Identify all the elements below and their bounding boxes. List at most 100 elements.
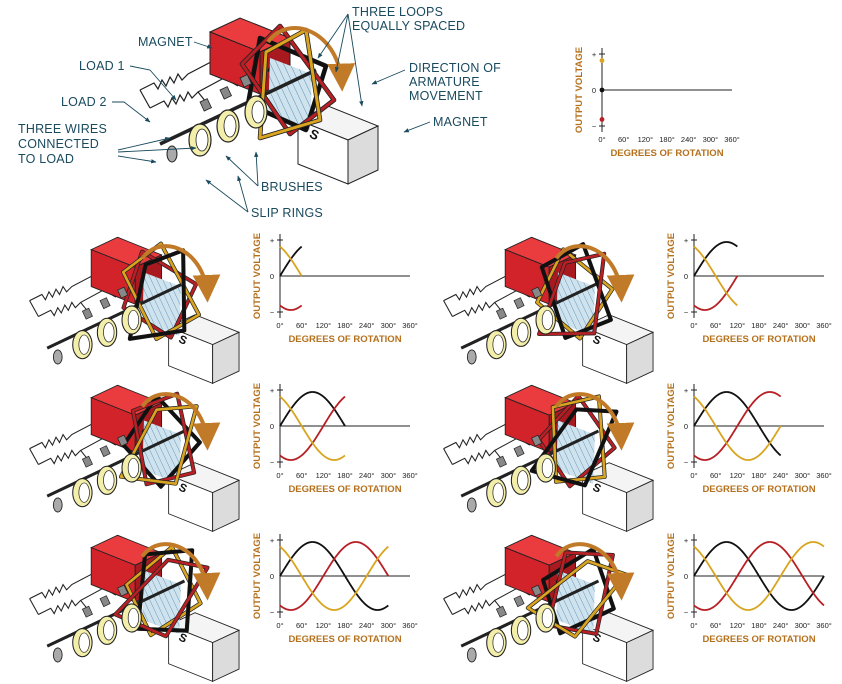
generator: NS — [139, 17, 380, 185]
series-line — [693, 395, 782, 461]
label-three-loops-1: THREE LOOPS — [352, 5, 443, 19]
slip-rings-icon — [52, 453, 142, 513]
brushes-icon — [81, 584, 129, 618]
slip-rings-icon — [466, 453, 556, 513]
y-tick-label: + — [270, 536, 275, 545]
y-tick-label: + — [270, 236, 275, 245]
series-line — [693, 391, 782, 461]
callout-labels: MAGNET THREE LOOPS EQUALLY SPACED DIRECT… — [18, 5, 501, 220]
x-tick-label: 360° — [402, 621, 418, 630]
label-three-wires-3: TO LOAD — [18, 152, 74, 166]
x-tick-label: 0° — [276, 621, 283, 630]
series-line — [693, 275, 739, 311]
x-tick-label: 240° — [681, 135, 697, 144]
generator: NS — [29, 384, 241, 533]
slip-rings-icon — [52, 305, 142, 365]
rotation-arrow-icon — [554, 392, 635, 451]
voltage-charts: +0−0°60°120°180°240°300°360°DEGREES OF R… — [252, 47, 832, 645]
slip-rings-icon — [466, 603, 556, 663]
x-tick-label: 180° — [659, 135, 675, 144]
y-axis-title: OUTPUT VOLTAGE — [574, 47, 585, 133]
x-axis-title: DEGREES OF ROTATION — [288, 484, 401, 495]
y-tick-label: + — [270, 386, 275, 395]
x-tick-label: 300° — [703, 135, 719, 144]
x-tick-label: 240° — [773, 321, 789, 330]
small-generators: NSNSNSNSNSNS — [29, 236, 655, 683]
y-tick-label: + — [684, 536, 689, 545]
rotation-arrow-icon — [140, 392, 221, 451]
y-axis-title: OUTPUT VOLTAGE — [666, 233, 677, 319]
label-three-wires-1: THREE WIRES — [18, 122, 107, 136]
x-tick-label: 60° — [710, 621, 721, 630]
label-direction-3: MOVEMENT — [409, 89, 483, 103]
label-direction-1: DIRECTION OF — [409, 61, 501, 75]
x-tick-label: 120° — [730, 321, 746, 330]
armature-loops-icon — [529, 394, 619, 489]
x-tick-label: 180° — [337, 621, 353, 630]
x-tick-label: 180° — [751, 621, 767, 630]
generator: NS — [29, 534, 241, 683]
rotation-arrow-icon — [554, 244, 635, 303]
slip-rings-icon — [166, 95, 268, 163]
label-load2: LOAD 2 — [61, 95, 107, 109]
series-line — [693, 241, 738, 277]
series-line — [693, 391, 782, 457]
brushes-icon — [495, 434, 543, 468]
y-tick-label: 0 — [684, 572, 688, 581]
shaft — [460, 281, 600, 350]
x-tick-label: 300° — [795, 471, 811, 480]
y-axis-title: OUTPUT VOLTAGE — [666, 383, 677, 469]
label-slip-rings: SLIP RINGS — [251, 206, 323, 220]
x-tick-label: 120° — [316, 471, 332, 480]
brushes-icon — [495, 584, 543, 618]
generator: NS — [443, 384, 655, 533]
x-axis-title: DEGREES OF ROTATION — [610, 148, 723, 159]
x-tick-label: 300° — [381, 621, 397, 630]
rotation-arrow-icon — [554, 542, 635, 601]
y-tick-label: 0 — [270, 422, 274, 431]
series-line — [279, 395, 346, 461]
x-tick-label: 0° — [276, 321, 283, 330]
main-generator-illustration: NS — [139, 17, 380, 185]
leader-lines — [112, 13, 431, 213]
x-axis-title: DEGREES OF ROTATION — [702, 484, 815, 495]
series-start-point — [599, 58, 605, 63]
series-line — [279, 541, 390, 611]
label-load1: LOAD 1 — [79, 59, 125, 73]
y-axis-title: OUTPUT VOLTAGE — [666, 533, 677, 619]
rotation-arrow-icon — [140, 244, 221, 303]
x-tick-label: 0° — [276, 471, 283, 480]
x-tick-label: 0° — [598, 135, 605, 144]
y-tick-label: − — [684, 308, 689, 317]
x-tick-label: 240° — [773, 471, 789, 480]
generator: NS — [29, 236, 241, 385]
y-tick-label: − — [270, 608, 275, 617]
armature-loops-icon — [535, 242, 615, 341]
x-tick-label: 360° — [816, 471, 832, 480]
y-tick-label: + — [684, 236, 689, 245]
label-magnet-top: MAGNET — [138, 35, 193, 49]
x-axis-title: DEGREES OF ROTATION — [702, 634, 815, 645]
y-tick-label: − — [270, 458, 275, 467]
x-tick-label: 360° — [402, 471, 418, 480]
armature-loops-icon — [239, 23, 337, 141]
voltage-chart-1: +0−0°60°120°180°240°300°360°DEGREES OF R… — [252, 233, 418, 345]
magnet-s-icon: S — [167, 462, 241, 533]
x-tick-label: 180° — [751, 471, 767, 480]
x-tick-label: 300° — [381, 321, 397, 330]
shaft — [460, 579, 600, 648]
x-tick-label: 240° — [359, 471, 375, 480]
x-axis-title: DEGREES OF ROTATION — [288, 634, 401, 645]
series-start-point — [599, 117, 605, 122]
brushes-icon — [81, 286, 129, 320]
x-tick-label: 360° — [816, 321, 832, 330]
x-axis-title: DEGREES OF ROTATION — [702, 334, 815, 345]
x-tick-label: 60° — [618, 135, 629, 144]
y-tick-label: 0 — [270, 272, 274, 281]
x-tick-label: 180° — [337, 471, 353, 480]
voltage-chart-4: +0−0°60°120°180°240°300°360°DEGREES OF R… — [666, 383, 832, 495]
x-tick-label: 240° — [359, 321, 375, 330]
x-tick-label: 60° — [710, 471, 721, 480]
x-tick-label: 300° — [795, 321, 811, 330]
